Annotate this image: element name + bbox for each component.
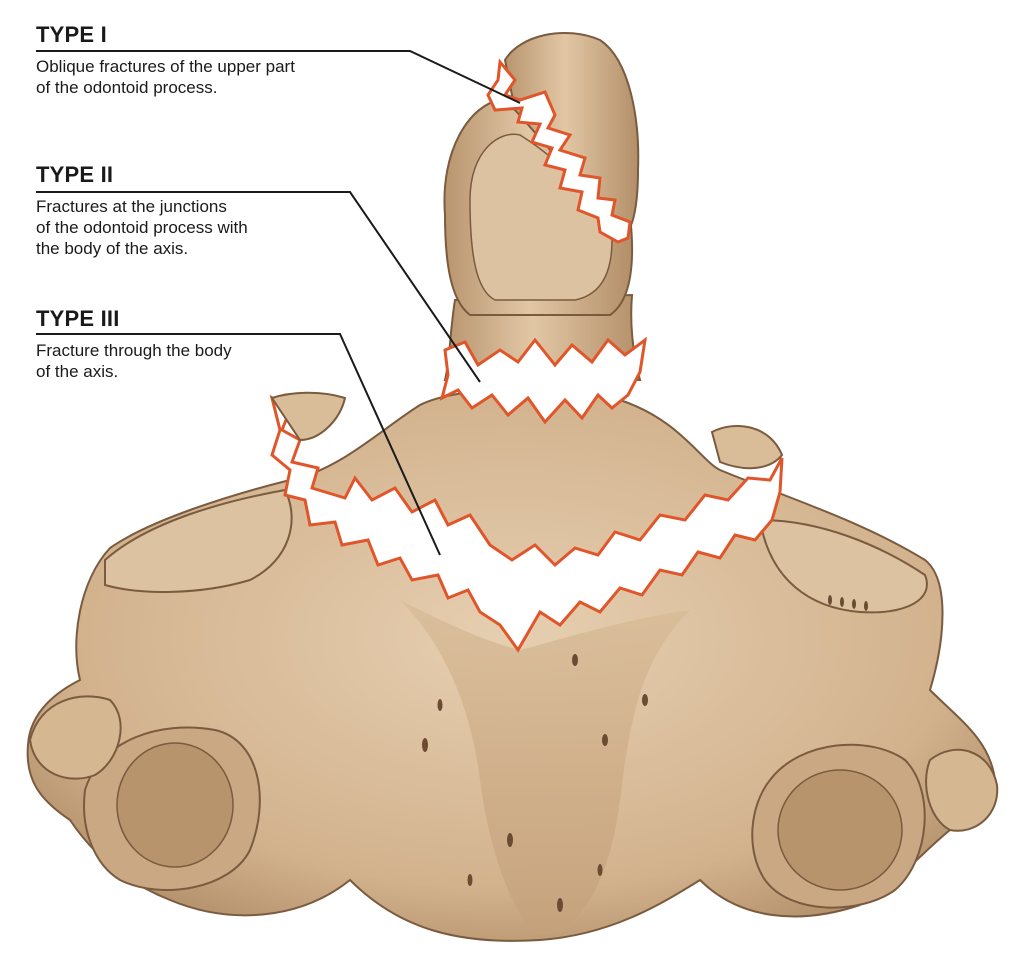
type-i-description: Oblique fractures of the upper part of t… (36, 56, 396, 98)
left-superior-articular-facet (104, 488, 293, 593)
left-articular-surface (116, 742, 234, 868)
right-superior-articular-facet (758, 518, 928, 614)
type-iii-description: Fracture through the body of the axis. (36, 340, 396, 382)
type-i-desc-line-1: Oblique fractures of the upper part (36, 57, 295, 76)
type-i-annotation: TYPE I Oblique fractures of the upper pa… (36, 22, 396, 98)
axis-body-front (400, 600, 690, 935)
type-ii-description: Fractures at the junctions of the odonto… (36, 196, 396, 259)
type-ii-annotation: TYPE II Fractures at the junctions of th… (36, 162, 396, 259)
type-i-fracture-line (486, 58, 632, 244)
right-fracture-fragment (710, 425, 784, 470)
leader-lines (36, 50, 521, 556)
type-iii-leader-line (36, 333, 441, 556)
type-iii-annotation: TYPE III Fracture through the body of th… (36, 306, 396, 382)
type-i-title: TYPE I (36, 22, 107, 47)
type-ii-desc-line-3: the body of the axis. (36, 239, 189, 258)
type-iii-fracture-line (269, 394, 784, 653)
type-i-desc-line-2: of the odontoid process. (36, 78, 218, 97)
left-fracture-fragment (270, 391, 347, 442)
type-ii-title: TYPE II (36, 162, 114, 187)
type-i-leader-line (36, 50, 521, 104)
right-transverse-process (925, 748, 999, 832)
type-ii-desc-line-1: Fractures at the junctions (36, 197, 227, 216)
type-ii-desc-line-2: of the odontoid process with (36, 218, 248, 237)
left-transverse-process (28, 695, 122, 780)
type-ii-leader-line (36, 191, 481, 383)
nutrient-foramina (422, 595, 868, 912)
type-iii-desc-line-2: of the axis. (36, 362, 119, 381)
type-ii-fracture-line (439, 336, 648, 425)
right-articular-surface (777, 769, 903, 891)
type-iii-title: TYPE III (36, 306, 120, 331)
type-iii-desc-line-1: Fracture through the body (36, 341, 232, 360)
